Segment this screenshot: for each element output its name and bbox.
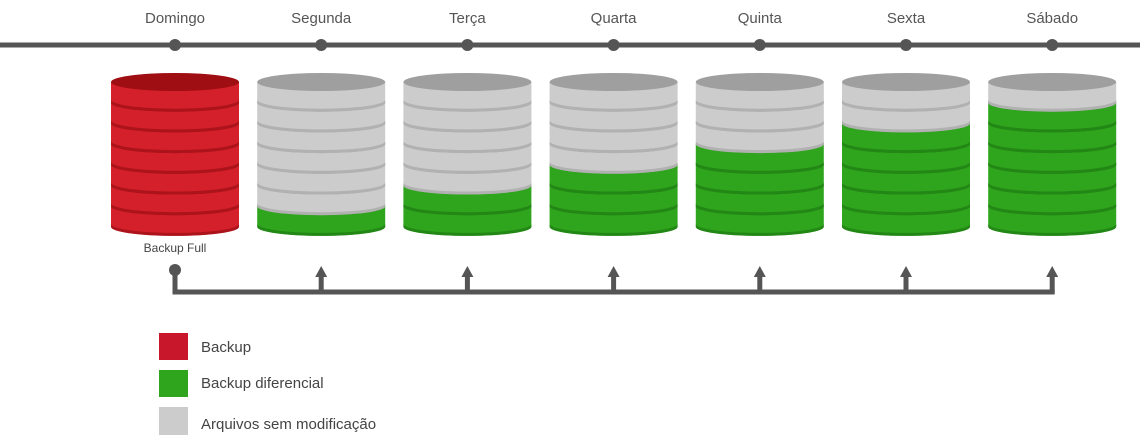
disk-seam — [842, 203, 970, 216]
disk-seam — [695, 120, 824, 133]
disk-seam — [549, 141, 678, 154]
disk-stack — [988, 73, 1117, 236]
disk-seam — [549, 203, 678, 216]
disk-seam — [988, 223, 1117, 236]
disk-seam — [695, 182, 824, 195]
timeline-dot — [315, 39, 328, 51]
disk-top — [842, 73, 970, 91]
disk-seam — [403, 120, 532, 133]
disk-seam — [403, 223, 532, 236]
timeline-dot — [900, 39, 912, 51]
disk-seam — [111, 203, 239, 216]
disk-seam — [988, 120, 1117, 133]
disk-seam — [403, 182, 532, 195]
legend-swatch-unchanged — [159, 407, 188, 435]
disk-seam — [257, 203, 386, 216]
arrow-head — [1046, 266, 1059, 277]
disk-seam — [549, 161, 678, 174]
disk-seam — [549, 182, 678, 195]
disk-seam — [695, 141, 824, 154]
disk-seam — [257, 99, 386, 112]
disk-seam — [695, 161, 824, 174]
disk-seam — [257, 161, 386, 174]
disk-stacks — [111, 73, 1117, 236]
disk-seam — [111, 141, 239, 154]
disk-stack — [549, 73, 678, 236]
arrow-head — [900, 266, 912, 277]
disk-seam — [111, 223, 239, 236]
disk-seam — [842, 120, 970, 133]
disk-top — [549, 73, 678, 91]
timeline-dot — [1046, 39, 1059, 51]
disk-seam — [403, 203, 532, 216]
disk-stack — [257, 73, 386, 236]
disk-seam — [988, 161, 1117, 174]
disk-seam — [988, 99, 1117, 112]
disk-seam — [695, 203, 824, 216]
day-label: Quinta — [738, 10, 783, 27]
disk-seam — [257, 120, 386, 133]
disk-seam — [257, 141, 386, 154]
day-label: Sábado — [1026, 10, 1078, 27]
disk-seam — [111, 120, 239, 133]
disk-seam — [549, 99, 678, 112]
disk-seam — [403, 99, 532, 112]
day-label: Quarta — [591, 10, 638, 27]
legend-label-unchanged: Arquivos sem modificação — [201, 416, 376, 433]
disk-seam — [403, 161, 532, 174]
disk-stack — [695, 73, 824, 236]
legend-label-backup: Backup — [201, 339, 251, 356]
day-label: Terça — [449, 10, 486, 27]
arrow-head — [315, 266, 328, 277]
timeline-dot — [169, 39, 181, 51]
disk-top — [988, 73, 1117, 91]
day-label: Domingo — [145, 10, 205, 27]
backup-connector — [169, 264, 1059, 295]
legend: Backup Backup diferencial Arquivos sem m… — [159, 333, 376, 435]
timeline-dots — [169, 39, 1059, 51]
day-label: Sexta — [887, 10, 926, 27]
timeline-dot — [753, 39, 766, 51]
legend-label-differential: Backup diferencial — [201, 375, 324, 392]
disk-seam — [988, 141, 1117, 154]
disk-top — [111, 73, 239, 91]
full-backup-label: Backup Full — [144, 241, 207, 255]
day-label: Segunda — [291, 10, 352, 27]
disk-seam — [842, 223, 970, 236]
disk-seam — [549, 223, 678, 236]
disk-stack — [842, 73, 970, 236]
disk-seam — [842, 141, 970, 154]
disk-stack — [111, 73, 239, 236]
timeline-dot — [461, 39, 474, 51]
disk-seam — [988, 203, 1117, 216]
disk-seam — [695, 223, 824, 236]
legend-swatch-backup — [159, 333, 188, 360]
disk-stack — [403, 73, 532, 236]
disk-top — [695, 73, 824, 91]
disk-seam — [257, 182, 386, 195]
day-labels: Domingo Segunda Terça Quarta Quinta Sexta Sába… — [145, 10, 1078, 27]
disk-seam — [695, 99, 824, 112]
arrow-head — [607, 266, 620, 277]
disk-seam — [257, 223, 386, 236]
disk-top — [403, 73, 532, 91]
disk-seam — [842, 99, 970, 112]
disk-seam — [403, 141, 532, 154]
disk-seam — [842, 161, 970, 174]
disk-seam — [988, 182, 1117, 195]
arrow-head — [753, 266, 766, 277]
disk-seam — [111, 99, 239, 112]
timeline-dot — [607, 39, 620, 51]
disk-seam — [842, 182, 970, 195]
disk-seam — [549, 120, 678, 133]
arrow-head — [461, 266, 474, 277]
disk-seam — [111, 182, 239, 195]
legend-swatch-differential — [159, 370, 188, 397]
disk-top — [257, 73, 386, 91]
disk-seam — [111, 161, 239, 174]
